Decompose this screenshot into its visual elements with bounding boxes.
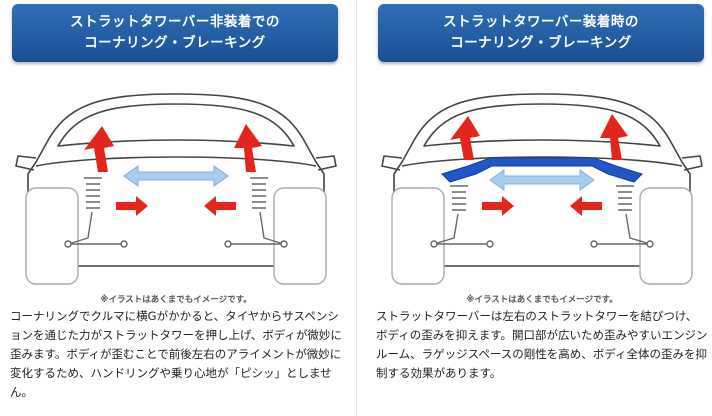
header-with-bar: ストラットタワーバー装着時の コーナリング・ブレーキング [378,4,704,62]
right-wheel [639,187,693,285]
illustration-note: ※イラストはあくまでもイメージです。 [466,295,618,305]
right-up-arrow [234,124,262,172]
description-without-bar: コーナリングでクルマに横Gがかかると、タイヤからサスペンションを通じた力がストラ… [10,309,342,399]
left-wheel [25,187,79,285]
right-strut [224,177,288,248]
hood-line [401,156,683,167]
right-up-arrow [600,114,628,160]
left-strut [430,185,494,248]
windshield-outline [423,103,661,147]
hood-line [35,156,317,167]
left-up-arrow [84,126,114,172]
panel-without-bar: ストラットタワーバー非装着での コーナリング・ブレーキング [6,0,346,416]
car-body-outline [393,93,691,267]
header-without-bar: ストラットタワーバー非装着での コーナリング・ブレーキング [12,4,338,62]
car-illustration-with-bar [381,93,703,285]
header-title-line1: ストラットタワーバー装着時の [443,14,639,30]
right-mirror [315,155,337,171]
right-strut [590,185,654,248]
lateral-force-arrow [123,165,229,187]
car-illustration-without-bar [15,93,337,285]
right-inward-arrow [570,196,602,216]
header-title-line2: コーナリング・ブレーキング [84,35,266,51]
right-inward-arrow [204,196,236,216]
left-mirror [381,155,403,171]
right-wheel [273,187,327,285]
header-title-line2: コーナリング・ブレーキング [450,35,632,51]
car-body-outline [27,93,325,267]
illustration-note: ※イラストはあくまでもイメージです。 [100,295,252,305]
strut-tower-bar [441,157,643,183]
panel-divider [356,0,357,416]
windshield-outline [57,103,295,147]
description-with-bar: ストラットタワーバーは左右のストラットタワーを結びつけ、ボディの歪みを抑えます。… [376,309,708,380]
panel-with-bar: ストラットタワーバー装着時の コーナリング・ブレーキング [372,0,712,416]
left-mirror [15,155,37,171]
right-mirror [681,155,703,171]
lateral-force-arrow [489,169,595,191]
left-up-arrow [450,116,480,160]
left-inward-arrow [482,196,514,216]
left-inward-arrow [116,196,148,216]
header-title-line1: ストラットタワーバー非装着での [70,14,280,30]
left-strut [64,177,128,248]
left-wheel [391,187,445,285]
